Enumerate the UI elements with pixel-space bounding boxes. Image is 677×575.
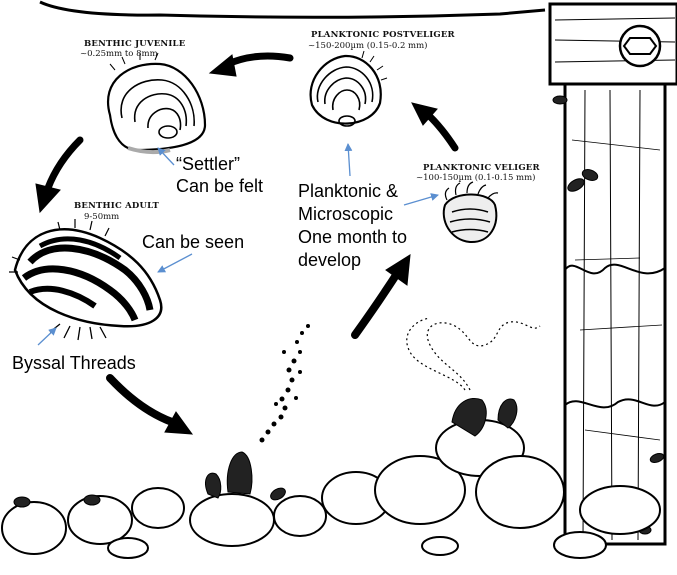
planktonic-postveliger-size: ~150-200µm (0.15-0.2 mm) <box>308 41 428 51</box>
seafloor-mussels <box>13 398 518 508</box>
can-be-seen-note: Can be seen <box>142 232 245 252</box>
byssal-threads-note: Byssal Threads <box>12 353 136 373</box>
pointer-planktonic-veliger <box>403 193 439 206</box>
arrow-veliger-to-postveliger <box>411 102 459 152</box>
settler-note-line2: Can be felt <box>176 176 264 196</box>
planktonic-note-line2: Microscopic <box>298 204 394 224</box>
pointer-can-be-seen <box>157 253 193 273</box>
dock-post <box>548 2 677 546</box>
benthic-juvenile-title: BENTHIC JUVENILE <box>84 39 186 49</box>
water-surface-line <box>39 0 546 19</box>
benthic-juvenile-size: ~0.25mm to 8mm <box>80 49 158 59</box>
hex-bolt <box>618 24 662 68</box>
arrow-juvenile-to-adult <box>35 136 84 214</box>
spawn-plume <box>406 317 541 391</box>
arrow-adult-to-seafloor <box>106 374 194 435</box>
planktonic-note-line4: develop <box>298 250 362 270</box>
adult-mussel <box>9 219 163 341</box>
arrow-seafloor-to-veliger <box>351 254 411 339</box>
arrow-postveliger-to-juvenile <box>208 52 294 77</box>
larvae-plume <box>259 324 310 443</box>
settler-note-line1: “Settler” <box>176 154 241 174</box>
annotation-pointers <box>37 143 439 346</box>
benthic-adult-size: 9-50mm <box>84 212 120 222</box>
benthic-adult-title: BENTHIC ADULT <box>74 201 160 211</box>
pointer-byssal-threads <box>37 327 57 346</box>
planktonic-note-line3: One month to <box>298 227 408 247</box>
pointer-planktonic-postveliger <box>344 143 353 177</box>
veliger-larva <box>442 181 499 244</box>
pointer-settler <box>157 147 175 166</box>
planktonic-veliger-size: ~100-150µm (0.1-0.15 mm) <box>416 173 536 183</box>
planktonic-postveliger-title: PLANKTONIC POSTVELIGER <box>311 30 455 40</box>
planktonic-note-line1: Planktonic & <box>298 181 399 201</box>
seafloor-rocks <box>1 419 661 559</box>
cycle-arrows <box>35 52 459 435</box>
planktonic-veliger-title: PLANKTONIC VELIGER <box>423 163 540 173</box>
juvenile-shell <box>107 52 207 155</box>
postveliger-shell <box>309 50 388 127</box>
